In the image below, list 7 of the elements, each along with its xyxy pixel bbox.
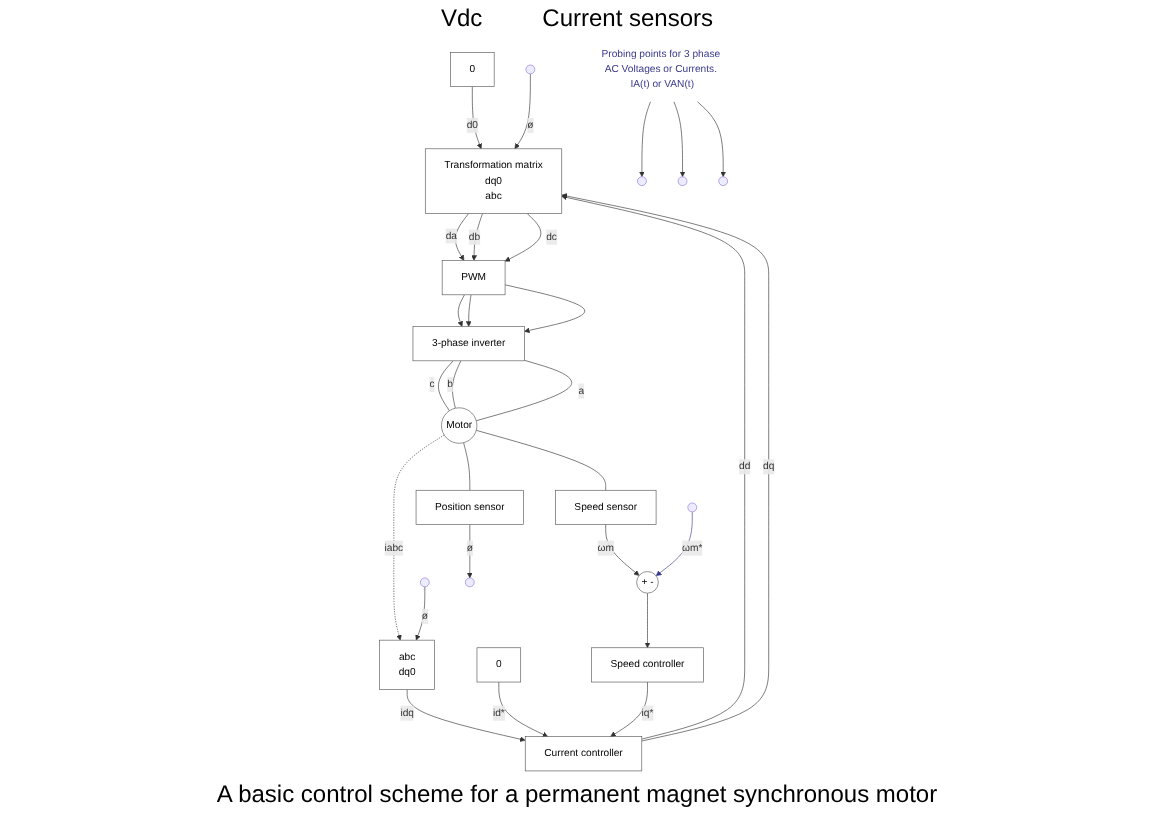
connector <box>475 430 606 491</box>
connector <box>463 442 471 491</box>
note-label: Current sensors <box>542 4 714 32</box>
caption: A basic control scheme for a permanent magnet synchronous motor <box>216 780 938 808</box>
connector <box>475 359 572 422</box>
note-label: Vdc <box>440 4 483 32</box>
connector <box>438 360 454 412</box>
